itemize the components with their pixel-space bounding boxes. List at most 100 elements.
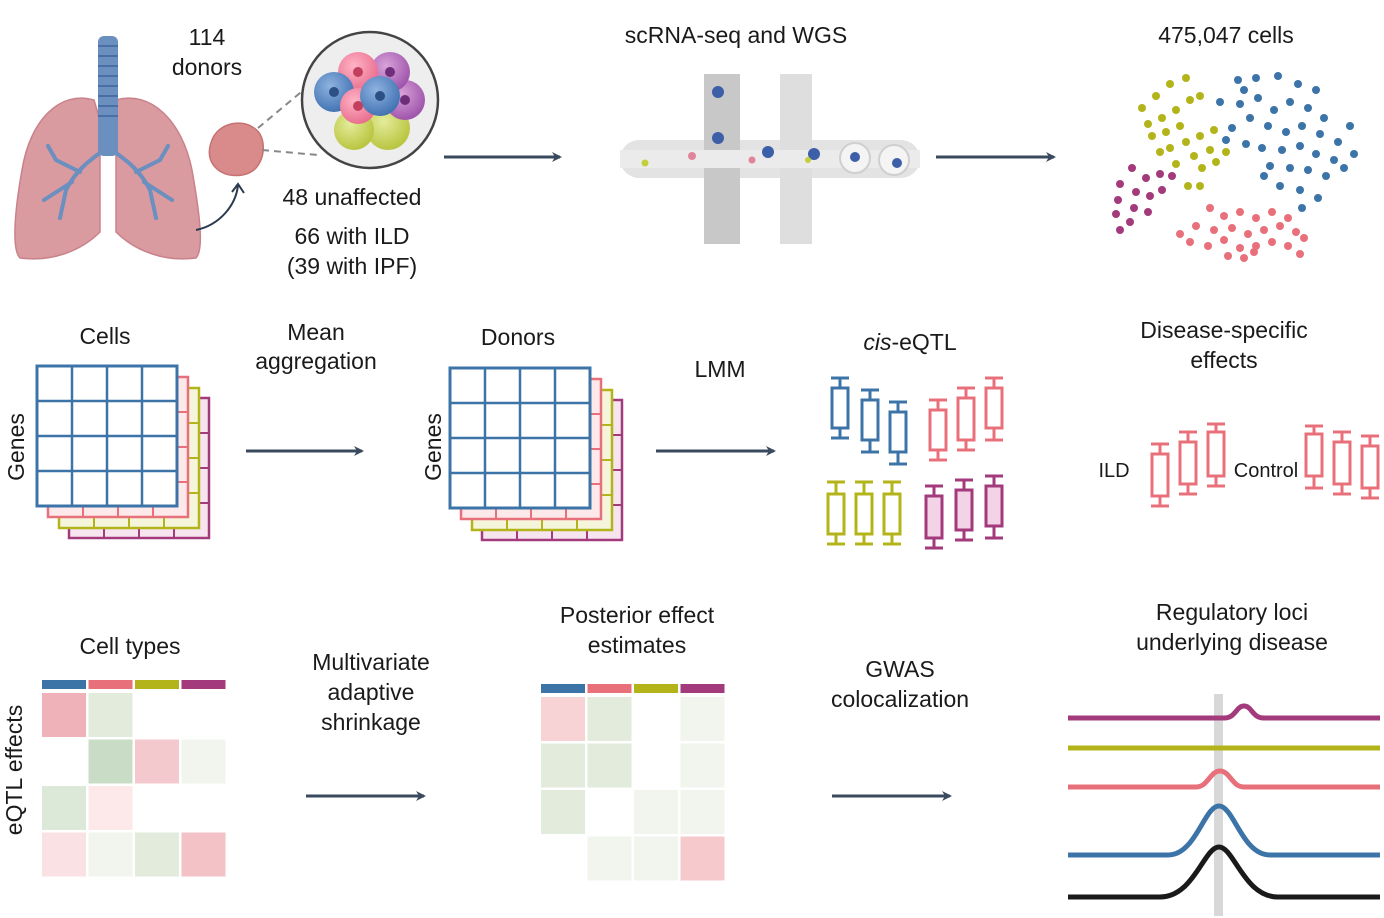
umap-point	[1152, 92, 1160, 100]
box-body	[1360, 444, 1380, 490]
box-body	[826, 492, 846, 536]
disease-effect-boxplots	[1150, 422, 1380, 508]
cis-eqtl-title: cis-eQTL	[863, 329, 957, 355]
heatmap-header-bar	[181, 680, 226, 689]
box-body	[882, 492, 902, 536]
heatmap-cell	[680, 790, 725, 834]
umap-point	[1190, 152, 1198, 160]
umap-point	[1166, 144, 1174, 152]
umap-point	[1204, 242, 1212, 250]
umap-point	[1228, 224, 1236, 232]
umap-point	[1330, 156, 1338, 164]
control-label: Control	[1233, 460, 1299, 482]
umap-point	[1276, 222, 1284, 230]
umap-point	[1182, 138, 1190, 146]
donors-axis-label: Donors	[480, 324, 556, 350]
heatmap-header-bar	[88, 680, 133, 689]
umap-point	[1130, 204, 1138, 212]
heatmap-cell	[587, 697, 632, 741]
cell-cluster-icon	[300, 30, 440, 170]
umap-point	[1240, 254, 1248, 262]
heatmap-header-bar	[587, 684, 632, 693]
umap-point	[1274, 72, 1282, 80]
mean-aggregation-label-line1: Mean	[287, 319, 345, 345]
umap-point	[1196, 182, 1204, 190]
cells-axis-label: Cells	[79, 323, 131, 349]
umap-point	[1252, 214, 1260, 222]
umap-point	[1268, 238, 1276, 246]
mash-label-line2: adaptive	[327, 679, 415, 705]
umap-point	[1298, 122, 1306, 130]
heatmap-cell	[181, 832, 226, 877]
umap-point	[1112, 210, 1120, 218]
heatmap-cell	[88, 693, 133, 737]
umap-point	[1206, 204, 1214, 212]
umap-point	[1186, 96, 1194, 104]
coloc-track-black	[1068, 844, 1380, 900]
mash-label-line1: Multivariate	[312, 649, 430, 675]
umap-point	[1278, 146, 1286, 154]
heatmap-cell	[587, 836, 632, 881]
umap-point	[1196, 92, 1204, 100]
umap-point	[1268, 208, 1276, 216]
heatmap-cell	[634, 836, 678, 881]
regulatory-loci-line1: Regulatory loci	[1155, 599, 1309, 625]
heatmap-cell	[88, 832, 133, 877]
umap-point	[1186, 238, 1194, 246]
unaffected-count: 48 unaffected	[282, 184, 422, 210]
ild-count: 66 with ILD	[294, 223, 410, 249]
heatmap-cell	[181, 739, 226, 784]
umap-point	[1316, 130, 1324, 138]
heatmap-cell	[680, 743, 725, 788]
coloc-track-magenta	[1068, 703, 1380, 721]
umap-point	[1182, 74, 1190, 82]
eqtl-effects-heatmap	[42, 680, 226, 877]
umap-point	[1312, 86, 1320, 94]
umap-point	[1252, 74, 1260, 82]
umap-point	[1192, 222, 1200, 230]
umap-point	[1198, 164, 1206, 172]
heatmap-cell	[42, 786, 86, 830]
heatmap-header-bar	[541, 684, 585, 693]
heatmap-cell	[541, 743, 585, 788]
umap-point	[1156, 170, 1164, 178]
donor-word: donors	[171, 54, 243, 80]
umap-point	[1250, 248, 1258, 256]
umap-scatter-icon	[1112, 72, 1358, 262]
umap-point	[1294, 80, 1302, 88]
umap-point	[1126, 218, 1134, 226]
posterior-label-line2: estimates	[587, 632, 687, 658]
umap-point	[1304, 166, 1312, 174]
umap-point	[1216, 98, 1224, 106]
umap-point	[1334, 138, 1342, 146]
disease-effects-title-line2: effects	[1190, 347, 1258, 373]
umap-point	[1236, 208, 1244, 216]
heatmap-cell	[42, 693, 86, 737]
box-body	[854, 492, 874, 536]
umap-point	[1222, 136, 1230, 144]
umap-point	[1314, 194, 1322, 202]
box-body	[928, 408, 948, 452]
lung-icon	[14, 36, 202, 260]
umap-point	[1156, 148, 1164, 156]
umap-point	[1258, 144, 1266, 152]
umap-point	[1220, 212, 1228, 220]
heatmap-cell	[680, 836, 725, 881]
box-body	[860, 398, 880, 442]
posterior-effects-heatmap	[541, 684, 725, 881]
umap-point	[1196, 132, 1204, 140]
umap-point	[1158, 114, 1166, 122]
umap-point	[1142, 174, 1150, 182]
umap-point	[1286, 164, 1294, 172]
umap-point	[1260, 172, 1268, 180]
heatmap-cell	[541, 697, 585, 741]
box-body	[1178, 440, 1198, 486]
umap-point	[1220, 236, 1228, 244]
umap-point	[1116, 226, 1124, 234]
umap-point	[1144, 208, 1152, 216]
umap-point	[1296, 250, 1304, 258]
umap-point	[1322, 172, 1330, 180]
heatmap-cell	[587, 743, 632, 788]
heatmap-cell	[88, 739, 133, 784]
